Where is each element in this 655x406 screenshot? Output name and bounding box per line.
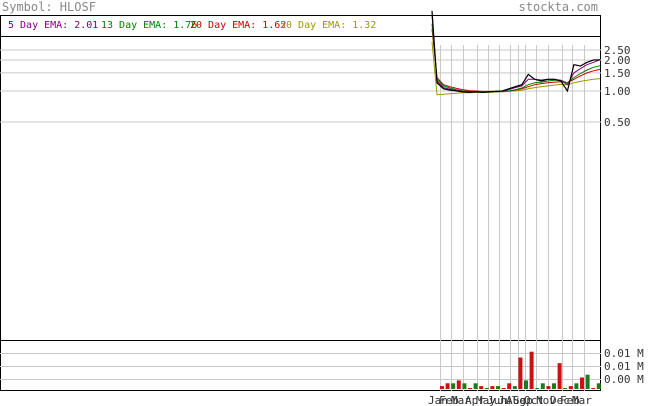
volume-bar — [535, 388, 540, 389]
month-label: Feb — [439, 394, 459, 406]
month-label: Oct — [524, 394, 544, 406]
13-day-ema-line — [431, 23, 601, 93]
month-label: Jul — [498, 394, 518, 406]
price-tick-label: 2.00 — [604, 54, 631, 67]
volume-bar — [451, 383, 456, 389]
month-label: Mar — [572, 394, 592, 406]
volume-bar — [546, 386, 551, 389]
volume-bar — [540, 383, 545, 389]
price-line — [431, 10, 601, 94]
volume-bar — [501, 388, 506, 389]
volume-bar — [591, 388, 596, 389]
month-label: Feb — [560, 394, 580, 406]
series-lines — [431, 10, 601, 96]
50-day-ema-line — [431, 41, 601, 96]
volume-axis: 0.01 M0.01 M0.00 M — [604, 347, 644, 386]
volume-bar — [507, 383, 512, 389]
price-tick-label: 0.50 — [604, 116, 631, 129]
legend: 5 Day EMA: 2.01 13 Day EMA: 1.76 20 Day … — [8, 20, 376, 31]
month-label: Dec — [550, 394, 570, 406]
month-label: May — [476, 394, 496, 406]
volume-panel-frame — [0, 340, 601, 391]
volume-bar — [574, 383, 579, 389]
volume-bar — [456, 380, 461, 389]
price-tick-label: 1.00 — [604, 85, 631, 98]
volume-bar — [496, 386, 500, 389]
5-day-ema-line — [431, 14, 601, 93]
volume-bar — [445, 383, 450, 389]
site-label: stockta.com — [519, 0, 598, 14]
month-label: Jan — [428, 394, 448, 406]
month-label: Sep — [513, 394, 533, 406]
volume-bar — [568, 386, 573, 389]
volume-bar — [529, 351, 534, 389]
price-axis: 2.502.001.50 1.00 0.50 — [604, 44, 631, 129]
volume-bar — [473, 383, 478, 389]
grid — [0, 45, 601, 391]
volume-bars — [440, 351, 601, 389]
volume-bar — [585, 374, 590, 389]
volume-bar — [479, 386, 484, 389]
volume-bar — [580, 377, 584, 389]
volume-bar — [484, 388, 489, 389]
volume-tick-label: 0.00 M — [604, 373, 644, 386]
volume-bar — [440, 386, 444, 389]
symbol-label: Symbol: HLOSF — [2, 0, 96, 14]
month-label: Jun — [487, 394, 507, 406]
month-label: Mar — [451, 394, 471, 406]
volume-bar — [518, 357, 523, 389]
volume-bar — [552, 383, 556, 389]
legend-ema50: 50 Day EMA: 1.32 — [280, 20, 376, 31]
volume-bar — [468, 388, 472, 389]
legend-ema20: 20 Day EMA: 1.62 — [190, 20, 286, 31]
month-axis: JanFebMarAprMayJunJulAugSepOctNovDecFebM… — [428, 394, 592, 406]
month-label: Apr — [465, 394, 485, 406]
volume-bar — [524, 380, 528, 389]
month-label: Nov — [536, 394, 556, 406]
legend-ema13: 13 Day EMA: 1.76 — [101, 20, 197, 31]
legend-ema5: 5 Day EMA: 2.01 — [8, 20, 98, 31]
month-label: Aug — [506, 394, 526, 406]
price-tick-label: 2.50 — [604, 44, 631, 57]
volume-bar — [490, 386, 495, 389]
volume-bar — [512, 386, 517, 389]
volume-bar — [563, 388, 568, 389]
volume-tick-label: 0.01 M — [604, 347, 644, 360]
volume-bar — [462, 383, 467, 389]
volume-bar — [557, 363, 562, 389]
volume-bar — [596, 383, 601, 389]
price-tick-label: 1.50 — [604, 67, 631, 80]
volume-tick-label: 0.01 M — [604, 360, 644, 373]
